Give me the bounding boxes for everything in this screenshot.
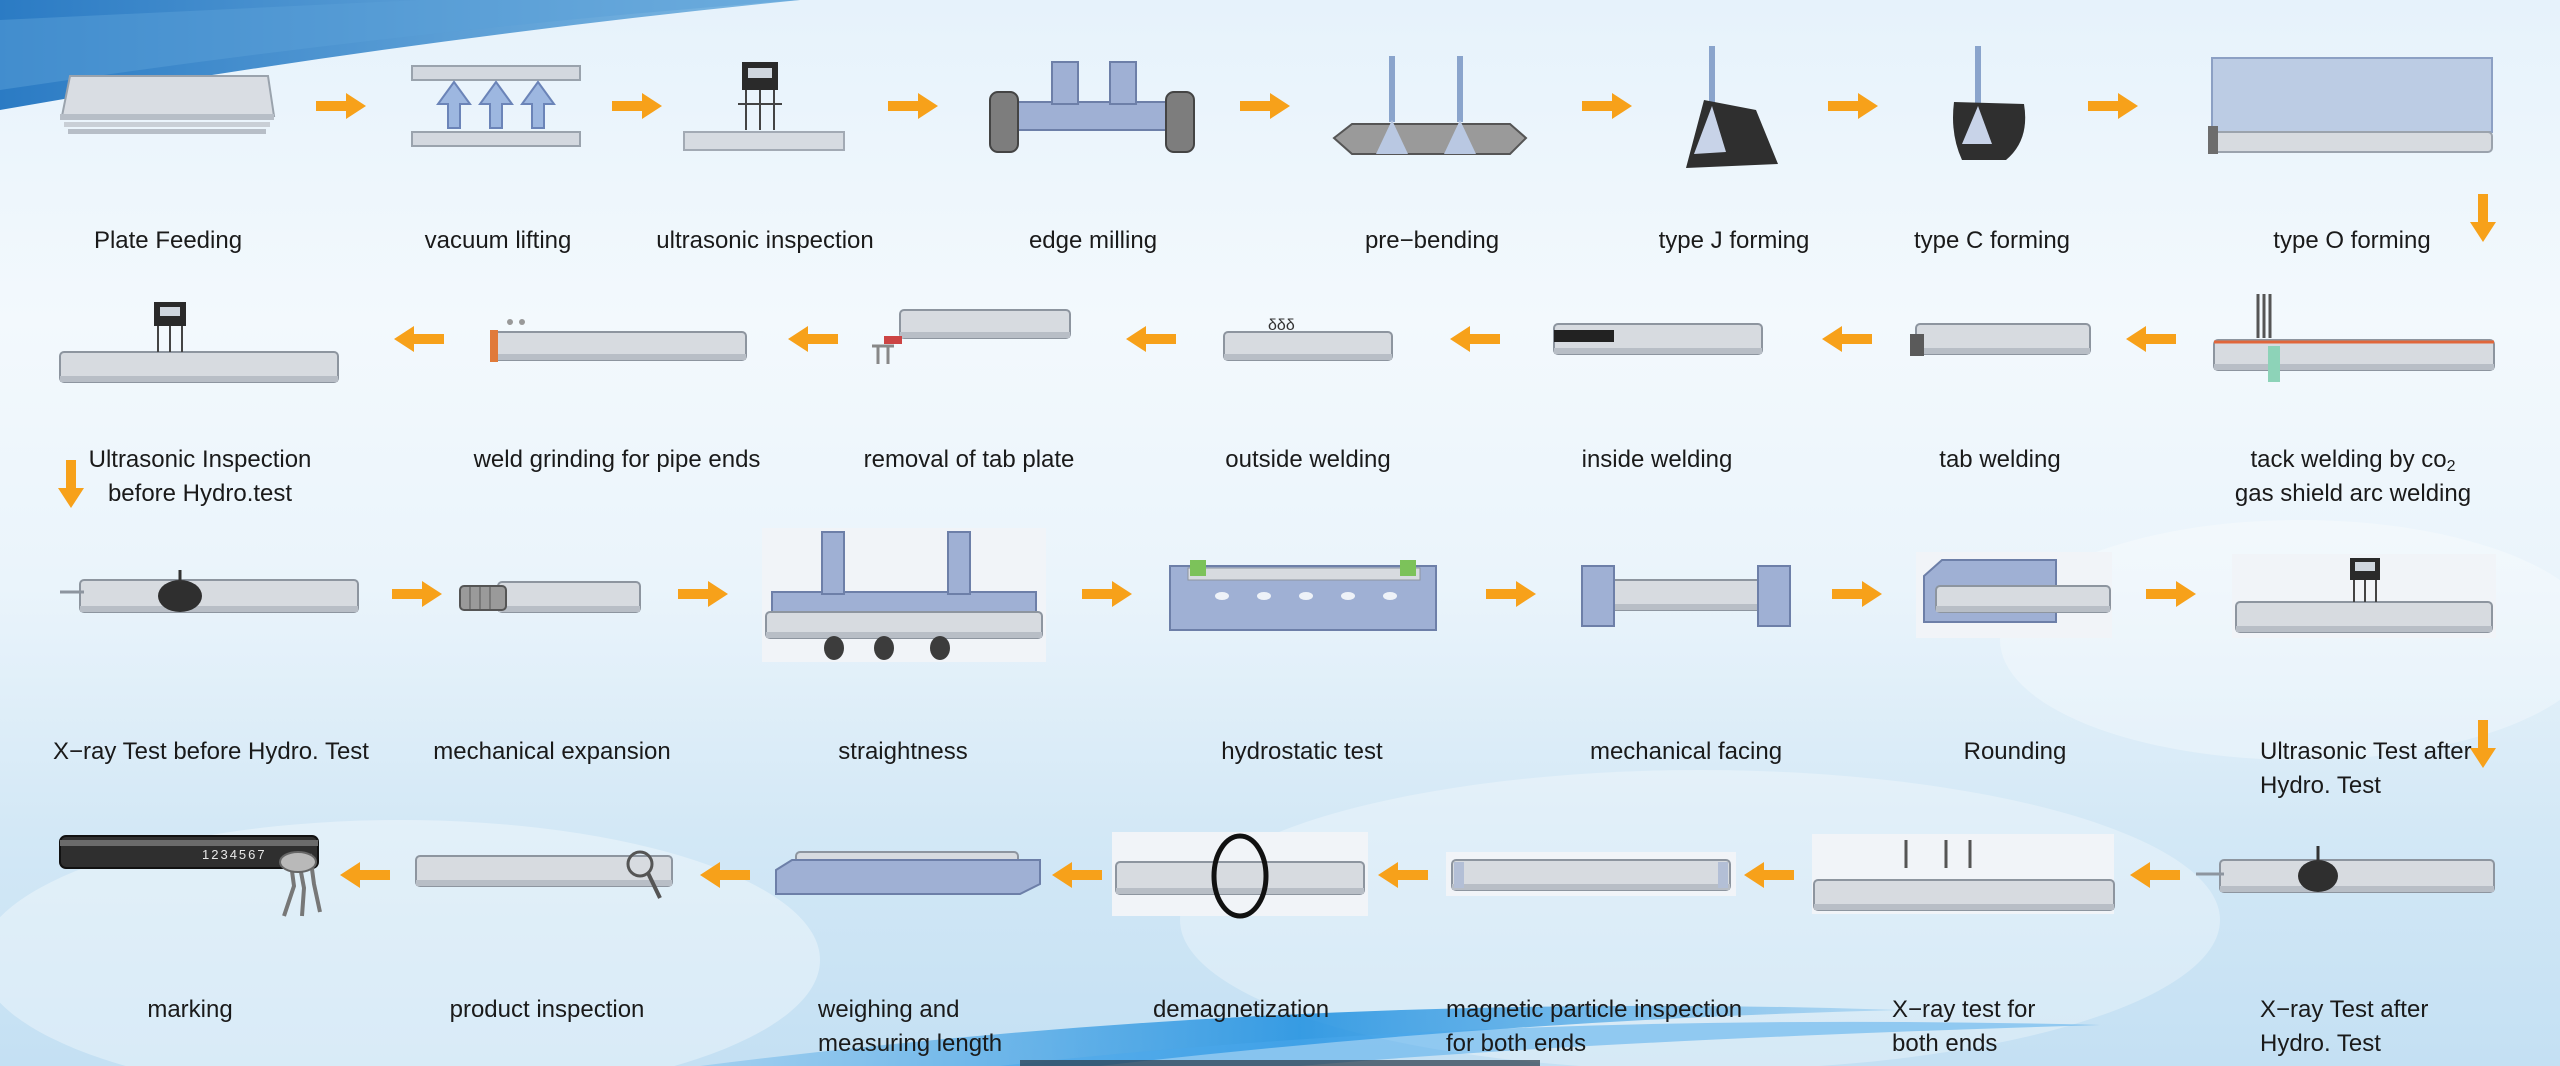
step-label-ultrasonic-inspection: ultrasonic inspection: [656, 227, 874, 254]
step-label-tack-welding-line1: tack welding by co2: [2250, 446, 2456, 475]
tab-welding-image: [1908, 320, 2092, 360]
step-label-xray-ends-line1: X−ray test for: [1892, 996, 2036, 1023]
arrow-left-icon: [2126, 326, 2176, 352]
arrow-right-icon: [612, 93, 662, 119]
step-label-mechanical-facing: mechanical facing: [1589, 738, 1783, 765]
xray-before-hydro-image: [60, 570, 360, 620]
xray-after-hydro-image: [2196, 844, 2496, 904]
step-label-xray-ends-line2: both ends: [1892, 1030, 1998, 1057]
step-label-weighing-line1: weighing and: [818, 996, 960, 1023]
demagnetization-image: [1112, 828, 1368, 920]
step-label-removal-tab-plate: removal of tab plate: [863, 446, 1075, 473]
product-inspection-image: [414, 846, 676, 904]
magnetic-particle-image: [1446, 850, 1736, 898]
step-label-plate-feeding: Plate Feeding: [93, 227, 243, 254]
arrow-right-icon: [1582, 93, 1632, 119]
step-label-weighing-line2: measuring length: [818, 1030, 1003, 1057]
step-label-type-o-forming: type O forming: [2273, 227, 2431, 254]
arrow-left-icon: [1822, 326, 1872, 352]
rounding-image: [1916, 552, 2112, 638]
inside-welding-image: [1552, 322, 1764, 358]
ultrasonic-inspection-image: [683, 60, 846, 152]
mechanical-expansion-image: [458, 578, 642, 616]
arrow-left-icon: [700, 862, 750, 888]
step-label-straightness: straightness: [838, 738, 968, 765]
step-label-outside-welding: outside welding: [1225, 446, 1391, 473]
step-label-tab-welding: tab welding: [1939, 446, 2061, 473]
step-label-type-j-forming: type J forming: [1658, 227, 1810, 254]
vacuum-lifting-image: [408, 64, 584, 150]
marking-image: 1234567: [58, 826, 322, 918]
arrow-right-icon: [1832, 581, 1882, 607]
plate-feeding-image: [58, 75, 276, 136]
step-label-xray-before-hydro: X−ray Test before Hydro. Test: [53, 738, 369, 765]
arrow-right-icon: [1828, 93, 1878, 119]
step-label-type-c-forming: type C forming: [1913, 227, 2071, 254]
step-label-ultrasonic-after-line1: Ultrasonic Test after: [2260, 738, 2472, 765]
xray-both-ends-image: [1810, 834, 2116, 916]
type-o-forming-image: [2208, 56, 2496, 158]
arrow-right-icon: [2146, 581, 2196, 607]
marking-code-text: 1234567: [202, 847, 267, 862]
step-label-xray-after-line1: X−ray Test after: [2260, 996, 2429, 1023]
subscript-2: 2: [2446, 458, 2456, 475]
arrow-left-icon: [1126, 326, 1176, 352]
ultrasonic-after-hydro-image: [2232, 554, 2496, 638]
svg-text:δδδ: δδδ: [1268, 317, 1295, 334]
type-c-forming-image: [1948, 44, 2034, 166]
straightness-image: [762, 528, 1046, 662]
step-label-demagnetization: demagnetization: [1152, 996, 1330, 1023]
arrow-right-icon: [2088, 93, 2138, 119]
step-label-hydrostatic-test: hydrostatic test: [1221, 738, 1383, 765]
step-label-xray-after-line2: Hydro. Test: [2260, 1030, 2381, 1057]
arrow-left-icon: [2130, 862, 2180, 888]
arrow-right-icon: [1082, 581, 1132, 607]
weighing-measuring-image: [775, 848, 1042, 898]
tack-welding-image: [2212, 294, 2496, 386]
ultrasonic-before-hydro-image: [58, 296, 340, 388]
hydrostatic-test-image: [1168, 556, 1438, 634]
step-label-edge-milling: edge milling: [1028, 227, 1158, 254]
step-label-ultrasonic-after-line2: Hydro. Test: [2260, 772, 2381, 799]
step-label-inside-welding: inside welding: [1581, 446, 1733, 473]
weld-grinding-image: [488, 310, 748, 366]
step-label-mechanical-expansion: mechanical expansion: [433, 738, 671, 765]
arrow-down-icon: [58, 460, 84, 508]
step-label-ultrasonic-before-hydro-line2: before Hydro.test: [107, 480, 293, 507]
step-label-magnetic-line2: for both ends: [1446, 1030, 1587, 1057]
step-label-tack-welding-line2: gas shield arc welding: [2234, 480, 2472, 507]
arrow-right-icon: [392, 581, 442, 607]
arrow-down-icon: [2470, 194, 2496, 242]
arrow-right-icon: [678, 581, 728, 607]
step-label-magnetic-line1: magnetic particle inspection: [1446, 996, 1743, 1023]
arrow-down-icon: [2470, 720, 2496, 768]
arrow-right-icon: [888, 93, 938, 119]
outside-welding-image: δδδ: [1222, 314, 1394, 364]
edge-milling-image: [989, 60, 1195, 156]
arrow-left-icon: [1378, 862, 1428, 888]
arrow-right-icon: [1486, 581, 1536, 607]
step-label-product-inspection: product inspection: [449, 996, 645, 1023]
arrow-right-icon: [1240, 93, 1290, 119]
removal-tab-plate-image: [864, 302, 1072, 368]
step-label-rounding: Rounding: [1963, 738, 2067, 765]
step-label-marking: marking: [147, 996, 233, 1023]
arrow-right-icon: [316, 93, 366, 119]
arrow-left-icon: [340, 862, 390, 888]
pre-bending-image: [1332, 54, 1528, 160]
step-label-vacuum-lifting: vacuum lifting: [424, 227, 572, 254]
arrow-left-icon: [1450, 326, 1500, 352]
step-label-ultrasonic-before-hydro-line1: Ultrasonic Inspection: [88, 446, 312, 473]
arrow-left-icon: [788, 326, 838, 352]
arrow-left-icon: [1744, 862, 1794, 888]
type-j-forming-image: [1686, 44, 1782, 170]
step-label-weld-grinding: weld grinding for pipe ends: [473, 446, 761, 473]
mechanical-facing-image: [1580, 562, 1792, 630]
arrow-left-icon: [1052, 862, 1102, 888]
arrow-left-icon: [394, 326, 444, 352]
step-label-pre-bending: pre−bending: [1364, 227, 1500, 254]
